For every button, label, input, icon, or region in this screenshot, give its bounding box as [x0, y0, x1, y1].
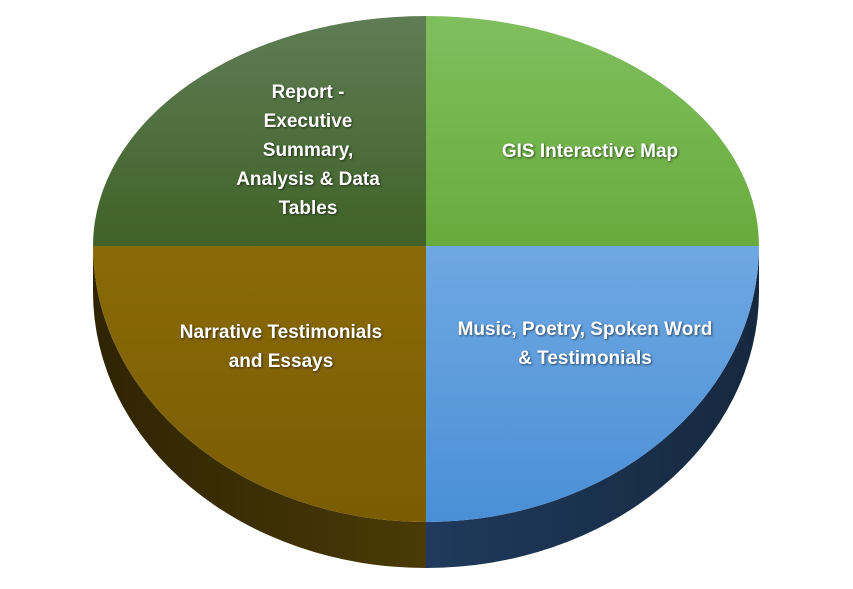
narrative-side-wall	[93, 246, 426, 568]
narrative-quadrant	[93, 246, 426, 522]
gis-quadrant-label: GIS Interactive Map	[501, 141, 679, 162]
gis-quadrant	[426, 16, 759, 246]
music-quadrant	[426, 246, 759, 522]
music-quadrant-label: Music, Poetry, Spoken Word & Testimonial…	[457, 319, 713, 369]
music-side-wall	[426, 246, 759, 568]
report-quadrant-label: Report - Executive Summary, Analysis & D…	[236, 82, 380, 219]
report-quadrant	[93, 16, 426, 246]
narrative-quadrant-label: Narrative Testimonials and Essays	[179, 322, 383, 372]
